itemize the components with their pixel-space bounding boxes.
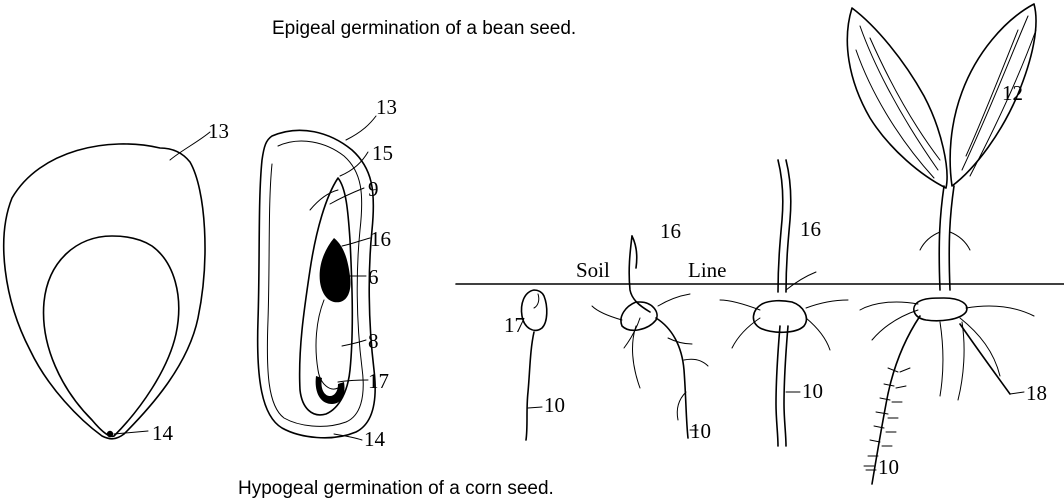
- bottom-caption: Hypogeal germination of a corn seed.: [238, 478, 554, 500]
- section-label-6: 6: [368, 265, 379, 289]
- stage4-plant: [847, 4, 1036, 484]
- line-label: Line: [688, 258, 726, 282]
- stage1-label-10: 10: [544, 393, 565, 417]
- section-label-9: 9: [368, 177, 379, 201]
- stage4-label-12: 12: [1002, 81, 1023, 105]
- section-label-16: 16: [370, 227, 391, 251]
- section-label-8: 8: [368, 329, 379, 353]
- stage1-label-17: 17: [504, 313, 525, 337]
- section-label-17: 17: [368, 369, 389, 393]
- stage2-label-10: 10: [690, 419, 711, 443]
- stage2-label-16: 16: [660, 219, 681, 243]
- whole-seed-label-14: 14: [152, 421, 174, 445]
- section-label-13: 13: [376, 95, 397, 119]
- soil-label: Soil: [576, 258, 610, 282]
- stage3-label-16: 16: [800, 217, 821, 241]
- stage4-label-10: 10: [878, 455, 899, 479]
- seed-section-drawing: [258, 116, 376, 440]
- section-label-14: 14: [364, 427, 386, 451]
- stage1-seedling: [522, 290, 547, 440]
- stage4-label-18: 18: [1026, 381, 1047, 405]
- whole-seed-drawing: [4, 132, 210, 439]
- stage3-label-10: 10: [802, 379, 823, 403]
- whole-seed-label-13: 13: [208, 119, 229, 143]
- section-label-15: 15: [372, 141, 393, 165]
- stage3-seedling: [720, 160, 848, 446]
